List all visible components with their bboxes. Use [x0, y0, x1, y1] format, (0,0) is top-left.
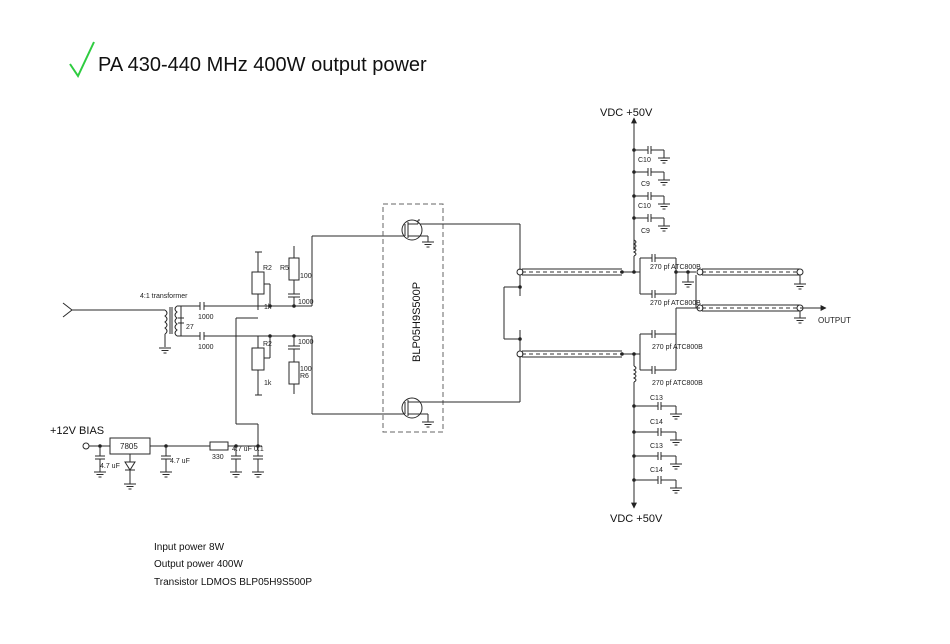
transistor-label: BLP05H9S500P: [411, 282, 423, 362]
c01-label: 0.1: [254, 446, 264, 453]
note-transistor: Transistor LDMOS BLP05H9S500P: [154, 577, 312, 588]
c47u-c-label: 4.7 uF: [232, 446, 252, 453]
note-input-power: Input power 8W: [154, 542, 225, 553]
antenna-icon: [62, 302, 73, 318]
coupling-caps-upper: 270 pf ATC800B 270 pf ATC800B: [639, 254, 701, 307]
check-mark-icon: [69, 41, 95, 79]
fet-upper-icon: [401, 219, 423, 241]
fet-lower-icon: [401, 397, 423, 419]
vdc-top-label: VDC +50V: [600, 107, 653, 119]
c9-a-label: C9: [641, 181, 650, 188]
c10-b-label: C10: [638, 203, 651, 210]
bias-label: +12V BIAS: [50, 425, 104, 437]
decoupling-caps-bottom: C13 C14 C13 C14: [632, 395, 683, 494]
c47u-a-label: 4.7 uF: [100, 463, 120, 470]
r5-val-label: 100: [300, 273, 312, 280]
r6-val-label: 100: [300, 366, 312, 373]
r330-label: 330: [212, 454, 224, 461]
c14-b-label: C14: [650, 467, 663, 474]
c47u-b-label: 4.7 uF: [170, 458, 190, 465]
c13-a-label: C13: [650, 395, 663, 402]
r2-bot-label: R2: [263, 341, 272, 348]
atc-4-label: 270 pf ATC800B: [652, 380, 703, 387]
regulator-label: 7805: [120, 442, 138, 451]
note-output-power: Output power 400W: [154, 559, 243, 570]
choke-bottom-icon: [632, 365, 637, 383]
c1000-b-label: 1000: [198, 344, 214, 351]
vdc-bottom-label: VDC +50V: [610, 513, 663, 525]
atc-3-label: 270 pf ATC800B: [652, 344, 703, 351]
c13-b-label: C13: [650, 443, 663, 450]
c10-a-label: C10: [638, 157, 651, 164]
zener-icon: [124, 461, 136, 471]
page-title: PA 430-440 MHz 400W output power: [98, 54, 427, 76]
c27-label: 27: [186, 324, 194, 331]
atc-2-label: 270 pf ATC800B: [650, 300, 701, 307]
c1000-a-label: 1000: [198, 314, 214, 321]
c1000-c-label: 1000: [298, 299, 314, 306]
r6-label: R6: [300, 373, 309, 380]
r2-top-label: R2: [263, 265, 272, 272]
c14-a-label: C14: [650, 419, 663, 426]
r1k-bot-label: 1k: [264, 380, 272, 387]
c9-b-label: C9: [641, 228, 650, 235]
choke-top-icon: [632, 239, 637, 257]
coupling-caps-lower: 270 pf ATC800B 270 pf ATC800B: [639, 330, 703, 387]
decoupling-caps-top: C10 C9 C10 C9: [632, 146, 671, 235]
bias-terminal: [82, 442, 90, 450]
transformer-label: 4:1 transformer: [140, 293, 188, 300]
atc-1-label: 270 pf ATC800B: [650, 264, 701, 271]
output-label: OUTPUT: [818, 316, 851, 325]
r5-label: R5: [280, 265, 289, 272]
c1000-d-label: 1000: [298, 339, 314, 346]
r1k-top-label: 1k: [264, 304, 272, 311]
